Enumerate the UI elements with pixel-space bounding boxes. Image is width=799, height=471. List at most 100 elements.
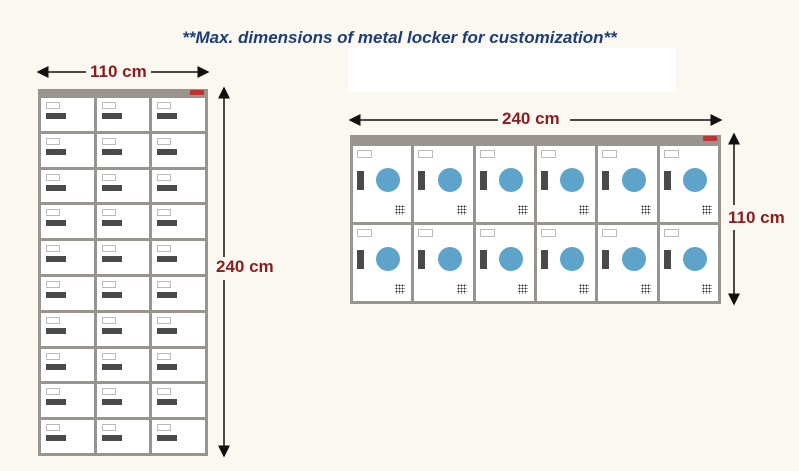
locker-door [41,205,94,239]
lock-slot [663,171,671,190]
lock-slot [101,148,122,155]
locker-door [41,420,94,453]
name-tag [46,424,60,432]
blank-panel [348,48,676,92]
lock-slot [46,113,66,119]
locker-door [96,277,150,310]
right-height-label: 110 cm [724,208,789,228]
name-tag [46,209,60,217]
lock-slot [357,250,364,269]
dial-icon [437,168,462,192]
lock-slot [101,435,122,442]
lock-slot [418,250,426,269]
locker-door [475,146,534,222]
locker-door [41,241,94,274]
name-tag [157,137,172,145]
keypad-icon [579,284,590,294]
locker-door [152,205,205,239]
keypad-icon [395,205,406,215]
page-title: **Max. dimensions of metal locker for cu… [182,28,617,47]
name-tag [101,352,116,360]
lock-slot [101,220,122,227]
left-height-label: 240 cm [212,257,278,277]
lock-slot [479,250,487,269]
name-tag [157,424,172,432]
locker-door [659,225,718,301]
lock-slot [541,171,548,190]
locker-door [152,348,205,382]
name-tag [663,229,679,237]
name-tag [101,209,116,217]
name-tag [157,316,172,324]
dial-icon [682,247,707,271]
name-tag [101,137,116,145]
name-tag [479,150,495,158]
keypad-icon [701,284,712,294]
locker-door [96,348,150,382]
lock-slot [157,256,178,263]
locker-door [96,420,150,453]
keypad-icon [640,205,651,215]
name-tag [46,281,60,288]
right-width-label: 240 cm [498,109,564,129]
name-tag [157,209,172,217]
name-tag [157,102,172,109]
lock-slot [663,250,671,269]
name-tag [357,150,372,158]
keypad-icon [456,284,467,294]
lock-slot [157,220,178,227]
locker-door [353,146,412,222]
keypad-icon [395,284,406,294]
keypad-icon [701,205,712,215]
lock-slot [157,435,178,442]
keypad-icon [579,205,590,215]
locker-door [353,225,412,301]
lock-slot [46,327,66,334]
lock-slot [101,256,122,263]
lock-slot [46,256,66,263]
lock-slot [46,184,66,191]
locker-door [96,241,150,274]
lock-slot [46,220,66,227]
lock-slot [46,435,66,442]
lock-slot [101,399,122,406]
name-tag [46,245,60,253]
keypad-icon [517,284,528,294]
name-tag [602,229,618,237]
name-tag [101,102,116,109]
name-tag [157,281,172,288]
dial-icon [437,247,462,271]
locker-door [41,277,94,310]
locker-door [96,384,150,418]
name-tag [101,316,116,324]
keypad-icon [640,284,651,294]
locker-door [96,205,150,239]
name-tag [541,229,556,237]
name-tag [46,352,60,360]
lock-slot [157,113,178,119]
lock-slot [541,250,548,269]
locker-door [41,384,94,418]
lock-slot [101,184,122,191]
locker-door [598,146,657,222]
name-tag [479,229,495,237]
name-tag [418,229,434,237]
lock-slot [157,148,178,155]
locker-door [96,169,150,203]
locker-door [598,225,657,301]
name-tag [157,388,172,396]
lock-slot [157,399,178,406]
lock-slot [357,171,364,190]
locker-door [537,146,596,222]
locker-door [152,384,205,418]
lock-slot [157,327,178,334]
name-tag [357,229,372,237]
locker-door [537,225,596,301]
lock-slot [46,292,66,298]
lock-slot [157,184,178,191]
wide-locker [350,135,721,304]
left-width-label: 110 cm [86,62,151,82]
name-tag [46,388,60,396]
lock-slot [46,148,66,155]
